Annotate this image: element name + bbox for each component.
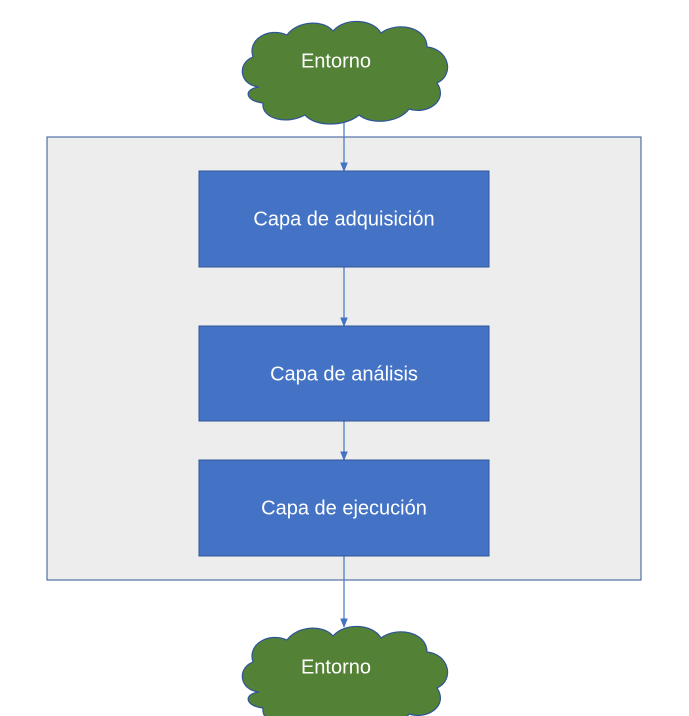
analysis-layer-node: Capa de análisis bbox=[198, 325, 490, 422]
analysis-layer-box bbox=[198, 325, 490, 422]
execution-layer-label: Capa de ejecución bbox=[261, 497, 427, 519]
bottom-cloud-label: Entorno bbox=[301, 656, 371, 678]
execution-layer-node: Capa de ejecución bbox=[198, 459, 490, 557]
top-cloud-shape bbox=[241, 20, 449, 125]
bottom-cloud-shape bbox=[241, 625, 449, 716]
bottom-cloud-node: Entorno bbox=[241, 625, 449, 716]
acquisition-layer-label: Capa de adquisición bbox=[253, 208, 434, 230]
acquisition-layer-box bbox=[198, 170, 490, 268]
analysis-layer-label: Capa de análisis bbox=[270, 363, 418, 385]
top-cloud-node: Entorno bbox=[241, 20, 449, 125]
top-cloud-label: Entorno bbox=[301, 50, 371, 72]
acquisition-layer-node: Capa de adquisición bbox=[198, 170, 490, 268]
execution-layer-box bbox=[198, 459, 490, 557]
